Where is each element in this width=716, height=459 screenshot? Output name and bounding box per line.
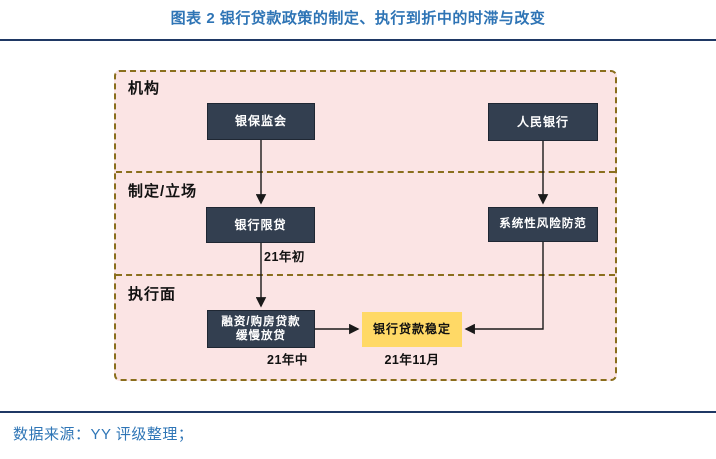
node-slow-lending-line1: 融资/购房贷款 <box>221 315 301 328</box>
source-note: 数据来源：YY 评级整理； <box>13 426 194 443</box>
node-loan-restriction: 银行限贷 <box>206 207 315 243</box>
node-cbirc-label: 银保监会 <box>234 114 287 128</box>
section-divider-1 <box>116 171 615 173</box>
node-cbirc: 银保监会 <box>207 103 315 140</box>
node-slow-lending: 融资/购房贷款 缓慢放贷 <box>207 310 315 348</box>
node-loan-restriction-label: 银行限贷 <box>234 217 287 232</box>
top-divider <box>0 39 716 41</box>
time-label-early-21: 21年初 <box>264 250 305 264</box>
time-label-mid-21: 21年中 <box>267 353 308 367</box>
section-label-execution: 执行面 <box>128 286 177 303</box>
node-slow-lending-line2: 缓慢放贷 <box>235 330 286 342</box>
time-label-nov-21: 21年11月 <box>384 353 440 367</box>
node-slow-lending-label: 融资/购房贷款 缓慢放贷 <box>221 315 300 344</box>
node-pboc-label: 人民银行 <box>516 114 569 129</box>
bottom-divider <box>0 411 716 413</box>
node-systemic-risk: 系统性风险防范 <box>488 207 598 242</box>
figure-title: 图表 2 银行贷款政策的制定、执行到折中的时滞与改变 <box>170 10 546 27</box>
node-pboc: 人民银行 <box>488 103 598 141</box>
section-label-institution: 机构 <box>128 80 161 97</box>
node-loan-stable: 银行贷款稳定 <box>362 312 462 347</box>
section-divider-2 <box>116 274 615 276</box>
section-label-formulation: 制定/立场 <box>128 183 198 200</box>
node-loan-stable-label: 银行贷款稳定 <box>372 322 451 336</box>
node-systemic-risk-label: 系统性风险防范 <box>499 218 587 231</box>
